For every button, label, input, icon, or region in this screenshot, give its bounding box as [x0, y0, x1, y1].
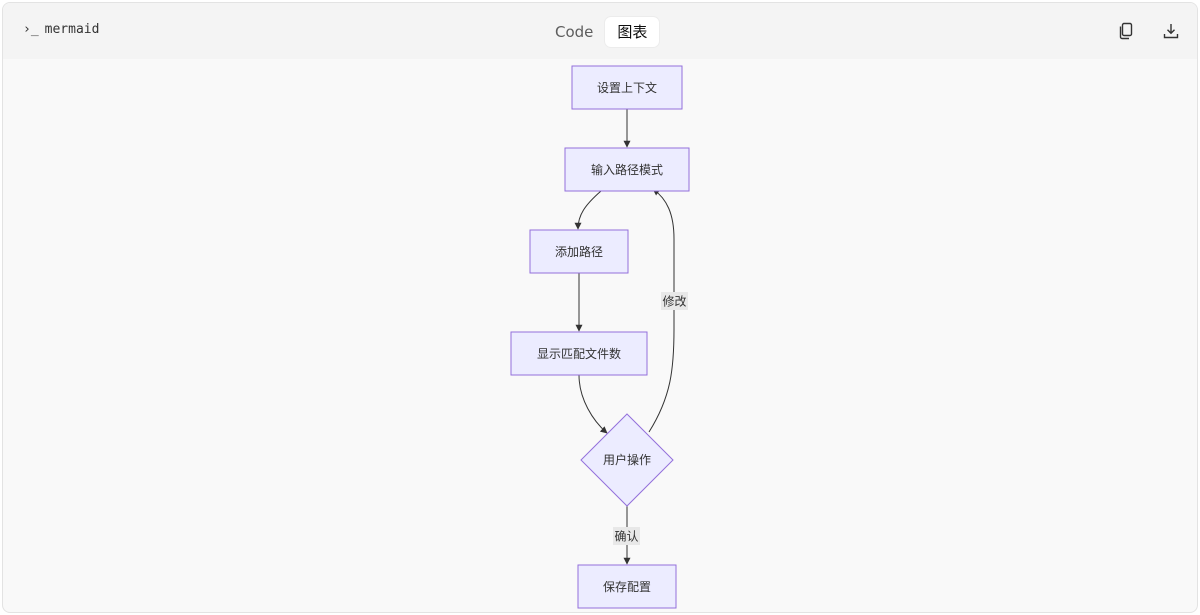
flowchart-diagram: 修改 确认 设置上下文 输入路径模式 添加路径 显示匹配文件数 — [3, 59, 1197, 612]
header-actions — [1115, 19, 1183, 43]
node-input-pattern: 输入路径模式 — [564, 147, 690, 192]
node-save-config: 保存配置 — [577, 564, 677, 609]
node-add-path-label: 添加路径 — [555, 244, 603, 259]
code-block-header: ›_ mermaid Code 图表 — [3, 3, 1197, 59]
node-user-action: 用户操作 — [580, 413, 674, 507]
language-name: mermaid — [44, 22, 100, 37]
terminal-icon: ›_ — [23, 22, 39, 37]
node-save-config-label: 保存配置 — [603, 580, 651, 594]
node-show-count-label: 显示匹配文件数 — [537, 346, 621, 361]
node-set-context: 设置上下文 — [571, 65, 683, 110]
tab-code[interactable]: Code — [555, 23, 594, 41]
edge-label-confirm: 确认 — [614, 530, 638, 544]
edge-pattern-to-add — [574, 190, 602, 230]
copy-button[interactable] — [1115, 19, 1139, 43]
download-button[interactable] — [1159, 19, 1183, 43]
edge-label-confirm-bg — [613, 527, 640, 545]
node-show-count: 显示匹配文件数 — [510, 331, 648, 376]
edge-action-to-pattern — [648, 188, 675, 433]
language-label: ›_ mermaid — [23, 22, 99, 37]
download-icon — [1163, 24, 1179, 39]
view-toggle: Code 图表 — [543, 17, 660, 47]
flowchart-svg: 修改 确认 设置上下文 输入路径模式 添加路径 显示匹配文件数 — [510, 65, 690, 609]
edge-label-modify-bg — [661, 292, 688, 310]
node-user-action-label: 用户操作 — [603, 452, 651, 467]
node-add-path: 添加路径 — [529, 229, 629, 274]
edge-show-to-action — [578, 374, 608, 434]
edge-label-modify: 修改 — [662, 294, 686, 309]
copy-icon — [1119, 22, 1133, 40]
tab-diagram[interactable]: 图表 — [605, 17, 660, 47]
node-set-context-label: 设置上下文 — [597, 80, 657, 95]
node-input-pattern-label: 输入路径模式 — [591, 162, 663, 177]
